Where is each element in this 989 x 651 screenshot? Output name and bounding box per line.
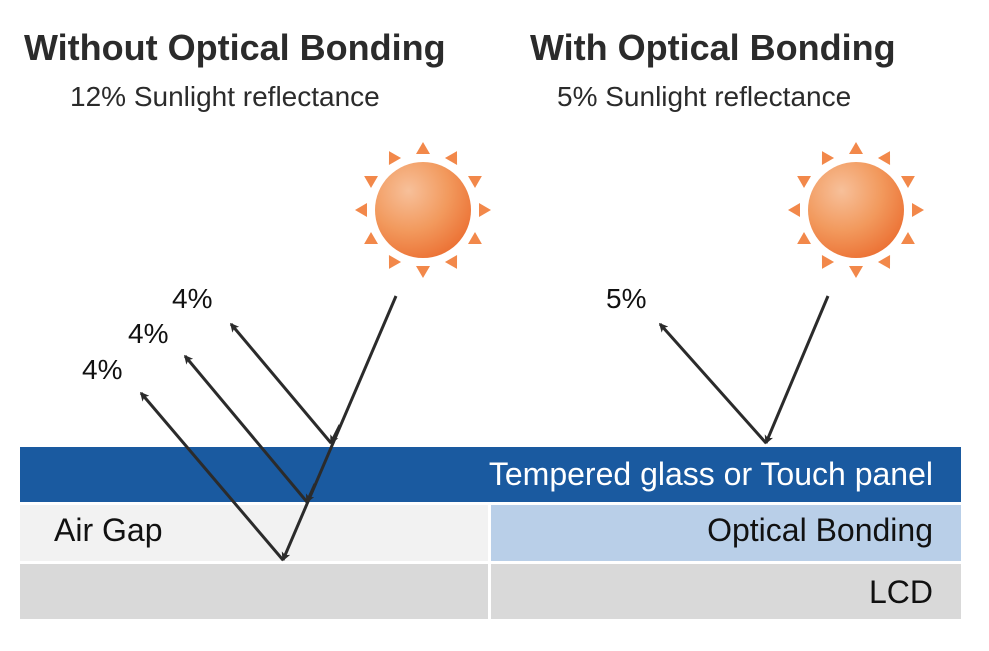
right-title: With Optical Bonding	[530, 27, 896, 68]
sun-icon-right	[788, 142, 924, 278]
sun-icon-left	[355, 142, 491, 278]
reflected-ray-lcd-left	[139, 391, 285, 561]
incident-tick-glass-left	[329, 424, 342, 445]
reflection-label-gap: 4%	[128, 318, 169, 349]
optical-bonding-layer	[491, 505, 961, 561]
reflected-ray-gap-left	[183, 354, 309, 503]
air-gap-layer	[20, 505, 488, 561]
reflection-label-right: 5%	[606, 283, 647, 314]
glass-label: Tempered glass or Touch panel	[488, 456, 933, 492]
incident-ray-right	[764, 295, 830, 445]
reflected-ray-glass-left	[229, 322, 333, 444]
optical-bonding-label: Optical Bonding	[707, 512, 933, 548]
reflection-label-glass: 4%	[172, 283, 213, 314]
left-title: Without Optical Bonding	[24, 27, 446, 68]
lcd-label: LCD	[868, 574, 933, 610]
lcd-layer-right	[491, 564, 961, 619]
reflected-ray-right	[658, 322, 768, 444]
glass-layer	[20, 447, 961, 502]
air-gap-label: Air Gap	[54, 512, 163, 548]
left-subtitle: 12% Sunlight reflectance	[70, 81, 380, 112]
incident-tick-gap-left	[305, 483, 317, 504]
reflection-label-lcd: 4%	[82, 354, 123, 385]
right-subtitle: 5% Sunlight reflectance	[557, 81, 852, 112]
lcd-layer-left	[20, 564, 488, 619]
